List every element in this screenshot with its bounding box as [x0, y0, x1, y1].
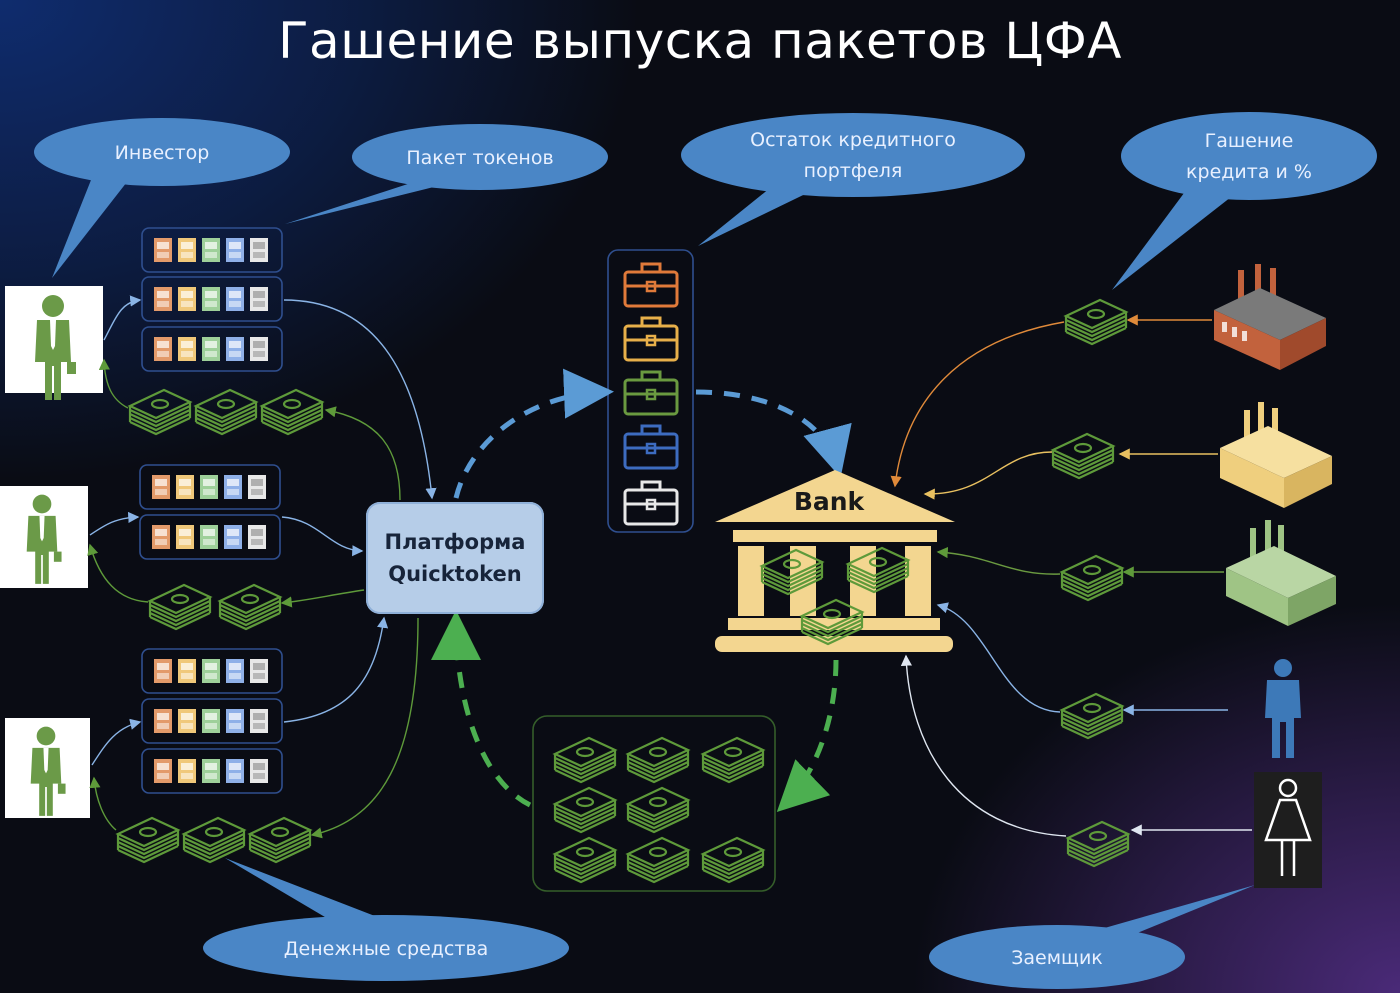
money-stack-icon — [248, 816, 312, 864]
money-stack-icon — [128, 388, 192, 436]
briefcase-icon — [623, 370, 679, 416]
token-tile-icon — [141, 276, 283, 322]
investor-money-1 — [128, 388, 324, 436]
token-tile-icon — [141, 648, 283, 694]
diagram-title: Гашение выпуска пакетов ЦФА — [278, 12, 1122, 70]
token-tile-icon — [141, 698, 283, 744]
briefcase-icon — [623, 424, 679, 470]
investor-money-3 — [116, 816, 312, 864]
money-stack-icon — [148, 583, 212, 631]
bubble-repayment-line2: кредита и % — [1186, 161, 1312, 183]
portfolio-to-bank-arrow — [695, 389, 852, 478]
token-tile-icon — [139, 464, 281, 510]
bubble-token-package-label: Пакет токенов — [406, 147, 553, 169]
briefcase-icon — [623, 480, 679, 526]
money-stack-icon — [701, 836, 765, 884]
woman-icon — [1254, 772, 1322, 888]
factory-icon — [1214, 264, 1326, 370]
bubble-borrower-label: Заемщик — [1011, 947, 1103, 969]
money-stack-icon — [1066, 820, 1130, 868]
money-stack-icon — [182, 816, 246, 864]
token-tile-icon — [141, 326, 283, 372]
businessman-icon — [35, 295, 76, 400]
token-group-2 — [139, 464, 281, 560]
money-stack-icon — [1060, 692, 1124, 740]
cash-to-platform-arrow — [431, 610, 532, 808]
bubble-cash: Денежные средства — [203, 858, 569, 981]
bubble-credit-remainder: Остаток кредитного портфеля — [681, 113, 1025, 246]
bubble-credit-remainder-line2: портфеля — [804, 160, 903, 182]
businessman-icon — [30, 726, 66, 816]
credit-portfolio-column — [607, 249, 694, 533]
bubble-repayment-line1: Гашение — [1205, 130, 1294, 152]
factory-icon — [1220, 402, 1332, 508]
bubble-investor: Инвестор — [34, 118, 290, 278]
token-tile-icon — [141, 748, 283, 794]
briefcase-icon — [623, 262, 679, 308]
money-stack-icon — [116, 816, 180, 864]
token-tile-icon — [139, 514, 281, 560]
money-stack-icon — [1064, 298, 1128, 346]
money-stack-icon — [194, 388, 258, 436]
investor-money-2 — [148, 583, 282, 631]
bubble-borrower: Заемщик — [929, 885, 1255, 989]
bubble-investor-label: Инвестор — [115, 142, 210, 164]
man-icon — [1265, 659, 1301, 758]
money-stack-icon — [260, 388, 324, 436]
token-group-1 — [141, 227, 283, 372]
money-stack-icon — [553, 736, 617, 784]
bank-to-cash-arrow — [776, 659, 839, 812]
platform-to-portfolio-arrow — [453, 368, 614, 499]
money-stack-icon — [626, 736, 690, 784]
money-stack-icon — [553, 836, 617, 884]
money-stack-icon — [701, 736, 765, 784]
bubble-repayment: Гашение кредита и % — [1112, 112, 1377, 290]
money-stack-icon — [626, 836, 690, 884]
token-group-3 — [141, 648, 283, 794]
platform-label-line1: Платформа — [384, 530, 526, 554]
businessman-icon — [26, 494, 62, 584]
platform-quicktoken: Платформа Quicktoken — [366, 502, 544, 614]
money-stack-icon — [553, 786, 617, 834]
cash-pool — [532, 715, 776, 892]
bubble-token-package: Пакет токенов — [285, 124, 608, 224]
money-stack-icon — [1060, 554, 1124, 602]
bubble-cash-label: Денежные средства — [284, 938, 489, 960]
platform-label-line2: Quicktoken — [388, 562, 522, 586]
bank-label: Bank — [794, 487, 866, 516]
briefcase-icon — [623, 316, 679, 362]
money-stack-icon — [626, 786, 690, 834]
factory-icon — [1226, 520, 1336, 626]
money-stack-icon — [1051, 432, 1115, 480]
token-tile-icon — [141, 227, 283, 273]
money-stack-icon — [218, 583, 282, 631]
bubble-credit-remainder-line1: Остаток кредитного — [750, 129, 956, 151]
